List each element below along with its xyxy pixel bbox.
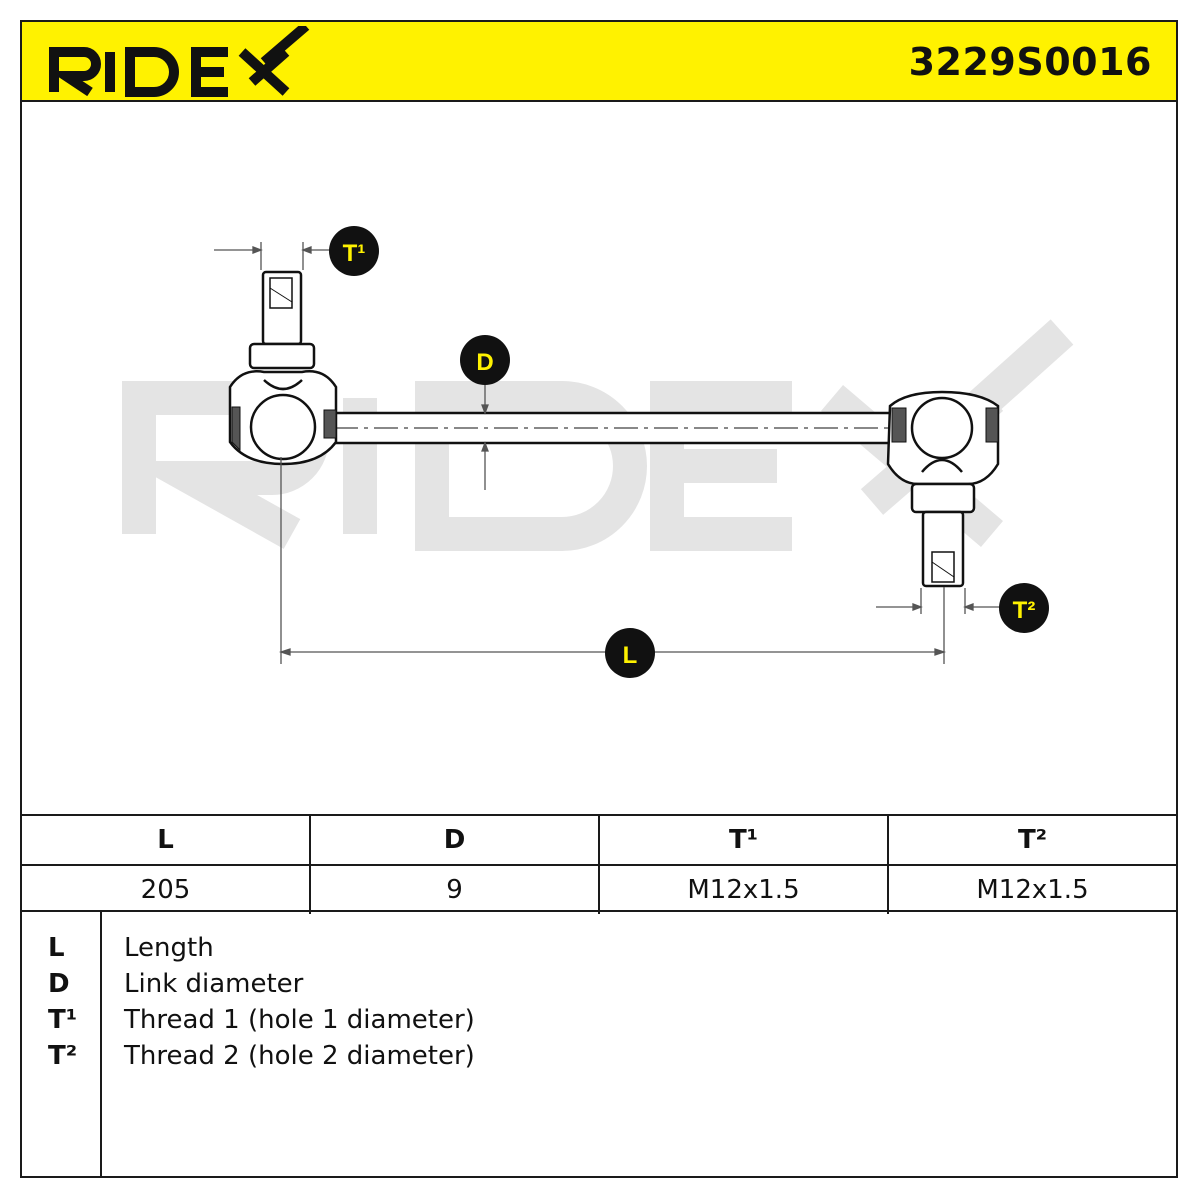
part-number: 3229S0016 [908,40,1152,84]
brand-logo [44,26,314,98]
dimension-lines [214,242,1000,664]
drawing-sheet: 3229S0016 [20,20,1178,1178]
legend-key: L [48,933,65,963]
legend-divider [100,912,102,1178]
callout-l-label: L [623,642,638,669]
specs-table: L D T¹ T² 205 9 M12x1.5 M12x1.5 [22,814,1176,914]
callout-t2: T² [999,583,1049,633]
spec-header-d: D [309,816,598,864]
legend-item: T¹ Thread 1 (hole 1 diameter) [22,1002,1176,1038]
specs-value-row: 205 9 M12x1.5 M12x1.5 [22,864,1176,914]
legend-key: D [48,969,70,999]
legend-item: L Length [22,930,1176,966]
callout-t1-label: T¹ [343,240,366,267]
technical-drawing: T¹ D T² L [22,102,1176,814]
legend-item: T² Thread 2 (hole 2 diameter) [22,1038,1176,1074]
legend-text: Length [124,933,214,963]
legend-key: T¹ [48,1005,78,1035]
link-rod [332,411,894,445]
callout-l: L [605,628,655,678]
specs-header-row: L D T¹ T² [22,816,1176,864]
left-ball-joint [228,270,338,466]
callout-d: D [460,335,510,385]
spec-header-l: L [157,825,174,855]
spec-header-t1: T¹ [598,816,887,864]
callout-t2-label: T² [1013,597,1036,624]
legend-text: Thread 2 (hole 2 diameter) [124,1041,475,1071]
legend-text: Thread 1 (hole 1 diameter) [124,1005,475,1035]
spec-value-t1: M12x1.5 [598,866,887,914]
legend-item: D Link diameter [22,966,1176,1002]
header-bar: 3229S0016 [22,22,1176,102]
legend: L Length D Link diameter T¹ Thread 1 (ho… [22,912,1176,1178]
spec-value-d: 9 [309,866,598,914]
callout-t1: T¹ [329,226,379,276]
spec-header-t2: T² [887,816,1176,864]
spec-value-t2: M12x1.5 [887,866,1176,914]
spec-value-l: 205 [140,875,191,905]
callout-d-label: D [476,349,493,376]
ridex-logo-icon [49,26,310,97]
legend-key: T² [48,1041,78,1071]
legend-text: Link diameter [124,969,304,999]
right-ball-joint [886,390,1000,588]
stabilizer-link-drawing: T¹ D T² L [122,226,1074,678]
